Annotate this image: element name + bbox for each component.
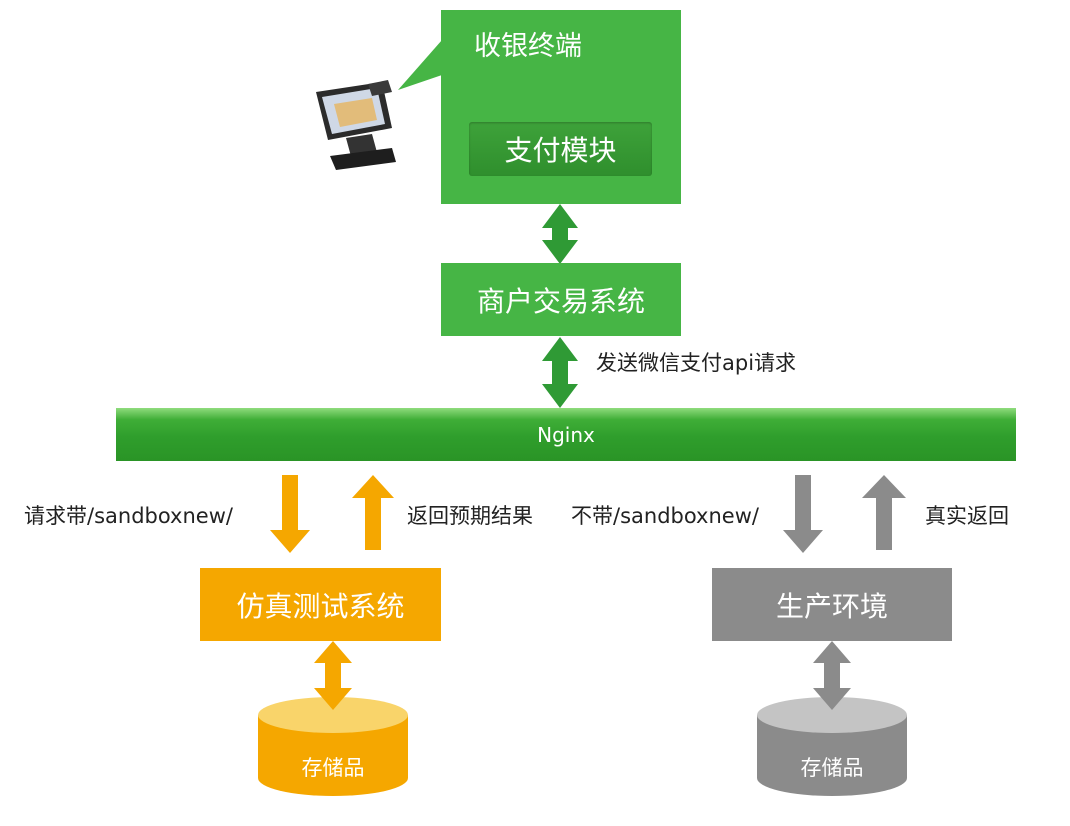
production-storage-double-arrow [813, 641, 851, 710]
simulation-storage-cylinder [258, 697, 408, 796]
production-return-label: 真实返回 [925, 504, 1009, 528]
production-request-label: 不带/sandboxnew/ [571, 504, 759, 528]
production-storage-cylinder [757, 697, 907, 796]
simulation-return-arrow [352, 475, 394, 550]
simulation-storage-double-arrow [314, 641, 352, 710]
nginx-bar: Nginx [116, 408, 1016, 461]
production-return-arrow [862, 475, 906, 550]
payment-module-box: 支付模块 [469, 122, 652, 176]
merchant-nginx-double-arrow [542, 337, 578, 408]
terminal-merchant-double-arrow [542, 204, 578, 264]
cashier-terminal-title: 收银终端 [474, 31, 582, 62]
production-environment-box: 生产环境 [712, 568, 952, 641]
simulation-return-label: 返回预期结果 [407, 504, 533, 528]
simulation-storage-label: 存储品 [301, 756, 365, 780]
production-request-arrow [783, 475, 823, 553]
simulation-system-box: 仿真测试系统 [200, 568, 441, 641]
production-storage-label: 存储品 [800, 756, 864, 780]
merchant-system-box: 商户交易系统 [441, 263, 681, 336]
simulation-request-arrow [270, 475, 310, 553]
simulation-request-label: 请求带/sandboxnew/ [24, 504, 233, 528]
pos-terminal-icon [316, 80, 396, 170]
api-request-label: 发送微信支付api请求 [596, 351, 797, 375]
callout-tail [398, 40, 442, 90]
